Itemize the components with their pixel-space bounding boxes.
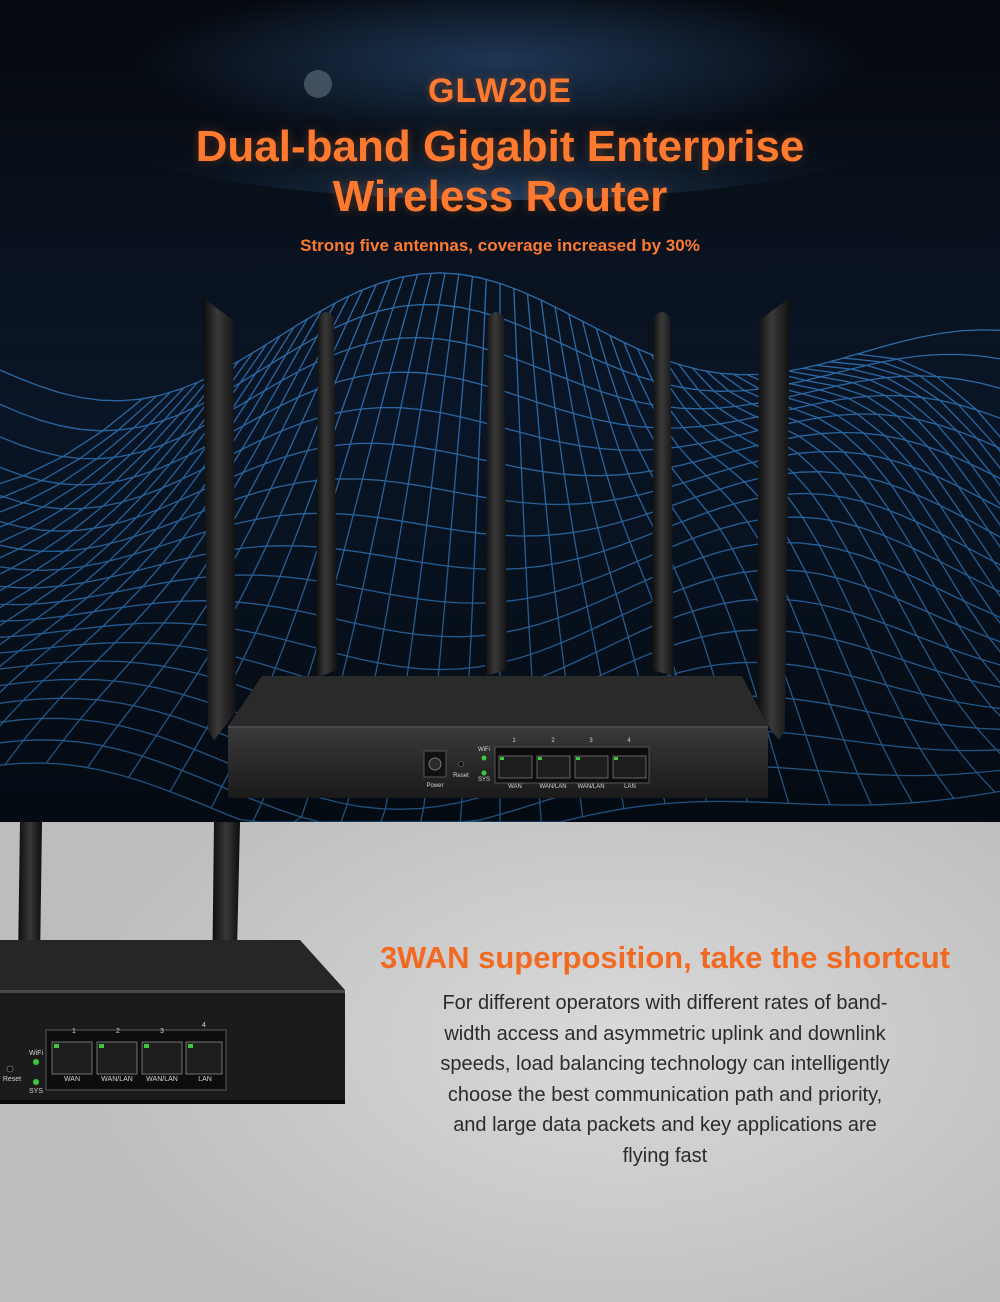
port-number: 3 bbox=[589, 738, 593, 744]
reset-label: Reset bbox=[2, 1076, 22, 1083]
description-line: and large data packets and key applicati… bbox=[453, 1114, 877, 1136]
description-line: For different operators with different r… bbox=[442, 992, 888, 1014]
port-name: LAN bbox=[624, 784, 636, 790]
port-number: 2 bbox=[116, 1028, 120, 1035]
port-number: 1 bbox=[72, 1028, 76, 1035]
product-model: GLW20E bbox=[428, 72, 572, 110]
hero-subtitle: Strong five antennas, coverage increased… bbox=[300, 236, 700, 255]
description-line: speeds, load balancing technology can in… bbox=[440, 1053, 890, 1075]
router-closeup-image bbox=[0, 822, 345, 1104]
sys-led-icon bbox=[481, 770, 487, 776]
description-line: choose the best communication path and p… bbox=[447, 1083, 883, 1106]
port-number: 4 bbox=[202, 1022, 206, 1029]
description-line: width access and asymmetric uplink and d… bbox=[444, 1022, 886, 1045]
title-line-1: Dual-band Gigabit Enterprise bbox=[195, 122, 805, 171]
sys-label: SYS bbox=[28, 1088, 43, 1095]
router-front-image bbox=[203, 298, 790, 798]
reset-button bbox=[458, 761, 464, 767]
reset-button bbox=[6, 1065, 14, 1073]
port-number: 2 bbox=[551, 738, 555, 744]
wifi-label: WiFi bbox=[29, 1050, 43, 1057]
sys-label: SYS bbox=[477, 777, 490, 783]
reset-label: Reset bbox=[453, 773, 469, 779]
port-name: WAN/LAN bbox=[577, 784, 605, 790]
page-title: Dual-band Gigabit Enterprise Wireless Ro… bbox=[0, 122, 1000, 222]
port-number: 1 bbox=[512, 738, 516, 744]
hero-section: GLW20E Dual-band Gigabit Enterprise Wire… bbox=[0, 0, 1000, 822]
antenna-icon bbox=[203, 298, 790, 740]
feature-description: For different operators with different r… bbox=[400, 988, 930, 1171]
sys-led-icon bbox=[33, 1079, 39, 1085]
wifi-led-icon bbox=[33, 1059, 39, 1065]
port-name: WAN bbox=[63, 1076, 81, 1083]
port-number: 3 bbox=[160, 1028, 164, 1035]
port-name: WAN bbox=[508, 784, 522, 790]
wifi-label: WiFi bbox=[478, 747, 490, 753]
wifi-led-icon bbox=[481, 755, 487, 761]
description-line: flying fast bbox=[622, 1144, 708, 1167]
port-number: 4 bbox=[627, 738, 631, 744]
port-name: WAN/LAN bbox=[539, 784, 567, 790]
feature-section: Reset WiFi SYS 1 2 3 4 WAN WAN/LAN WAN/L… bbox=[0, 822, 1000, 1302]
power-label: Power bbox=[426, 783, 444, 789]
port-name: WAN/LAN bbox=[101, 1076, 133, 1083]
port-name: WAN/LAN bbox=[146, 1076, 178, 1083]
port-name: LAN bbox=[198, 1076, 212, 1083]
feature-title: 3WAN superposition, take the shortcut bbox=[379, 940, 951, 975]
title-line-2: Wireless Router bbox=[332, 172, 668, 221]
